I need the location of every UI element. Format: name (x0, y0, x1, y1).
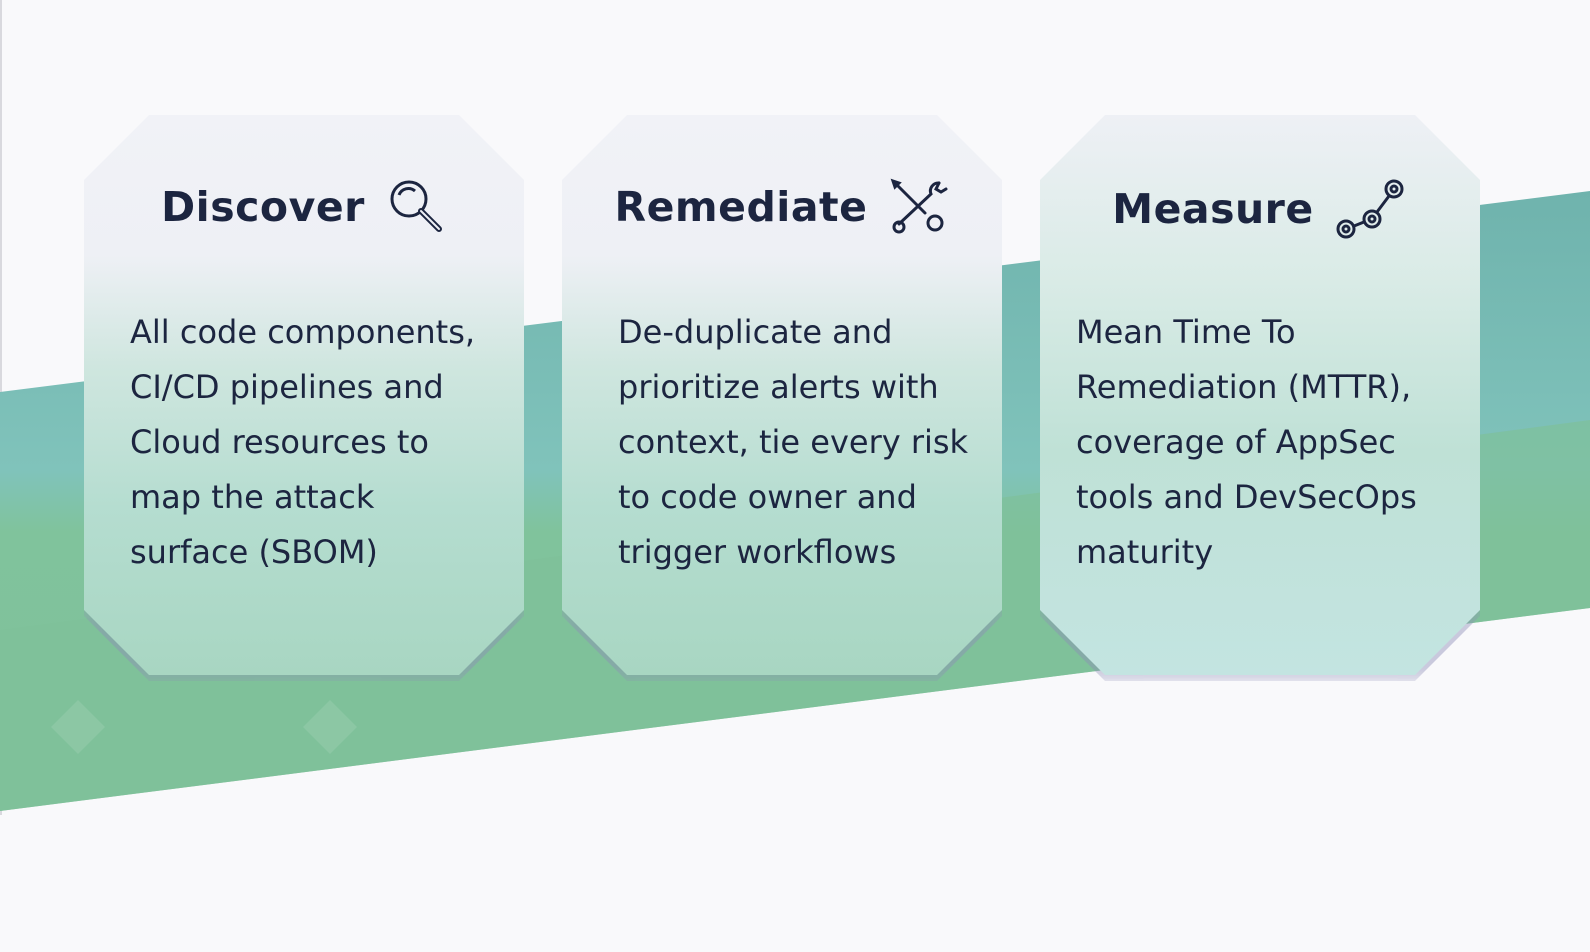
card-text-line: CI/CD pipelines and (130, 368, 444, 406)
card-text-line: tools and DevSecOps (1076, 478, 1417, 516)
discover-card: Discover All code components, CI/CD pipe… (84, 115, 524, 675)
graph-nodes-icon (1336, 177, 1408, 241)
card-text-line: to code owner and (618, 478, 917, 516)
card-text-line: coverage of AppSec (1076, 423, 1396, 461)
tools-icon (889, 177, 949, 237)
card-text-line: Mean Time To (1076, 313, 1296, 351)
card-text-line: prioritize alerts with (618, 368, 939, 406)
remediate-card: Remediate De-duplicate and prioritize al… (562, 115, 1002, 675)
card-title: Measure (1112, 185, 1314, 233)
card-text-line: surface (SBOM) (130, 533, 378, 571)
card-text-line: trigger workflows (618, 533, 897, 571)
card-text-line: De-duplicate and (618, 313, 893, 351)
card-text-line: Remediation (MTTR), (1076, 368, 1412, 406)
measure-card: Measure Mean Time To Remediation (MTTR),… (1040, 115, 1480, 675)
card-text-line: Cloud resources to (130, 423, 429, 461)
magnifier-icon (387, 177, 447, 237)
card-text-line: All code components, (130, 313, 476, 351)
card-title: Discover (161, 183, 365, 231)
card-text-line: map the attack (130, 478, 375, 516)
card-text-line: context, tie every risk (618, 423, 969, 461)
card-title: Remediate (614, 183, 868, 231)
card-text-line: maturity (1076, 533, 1214, 571)
